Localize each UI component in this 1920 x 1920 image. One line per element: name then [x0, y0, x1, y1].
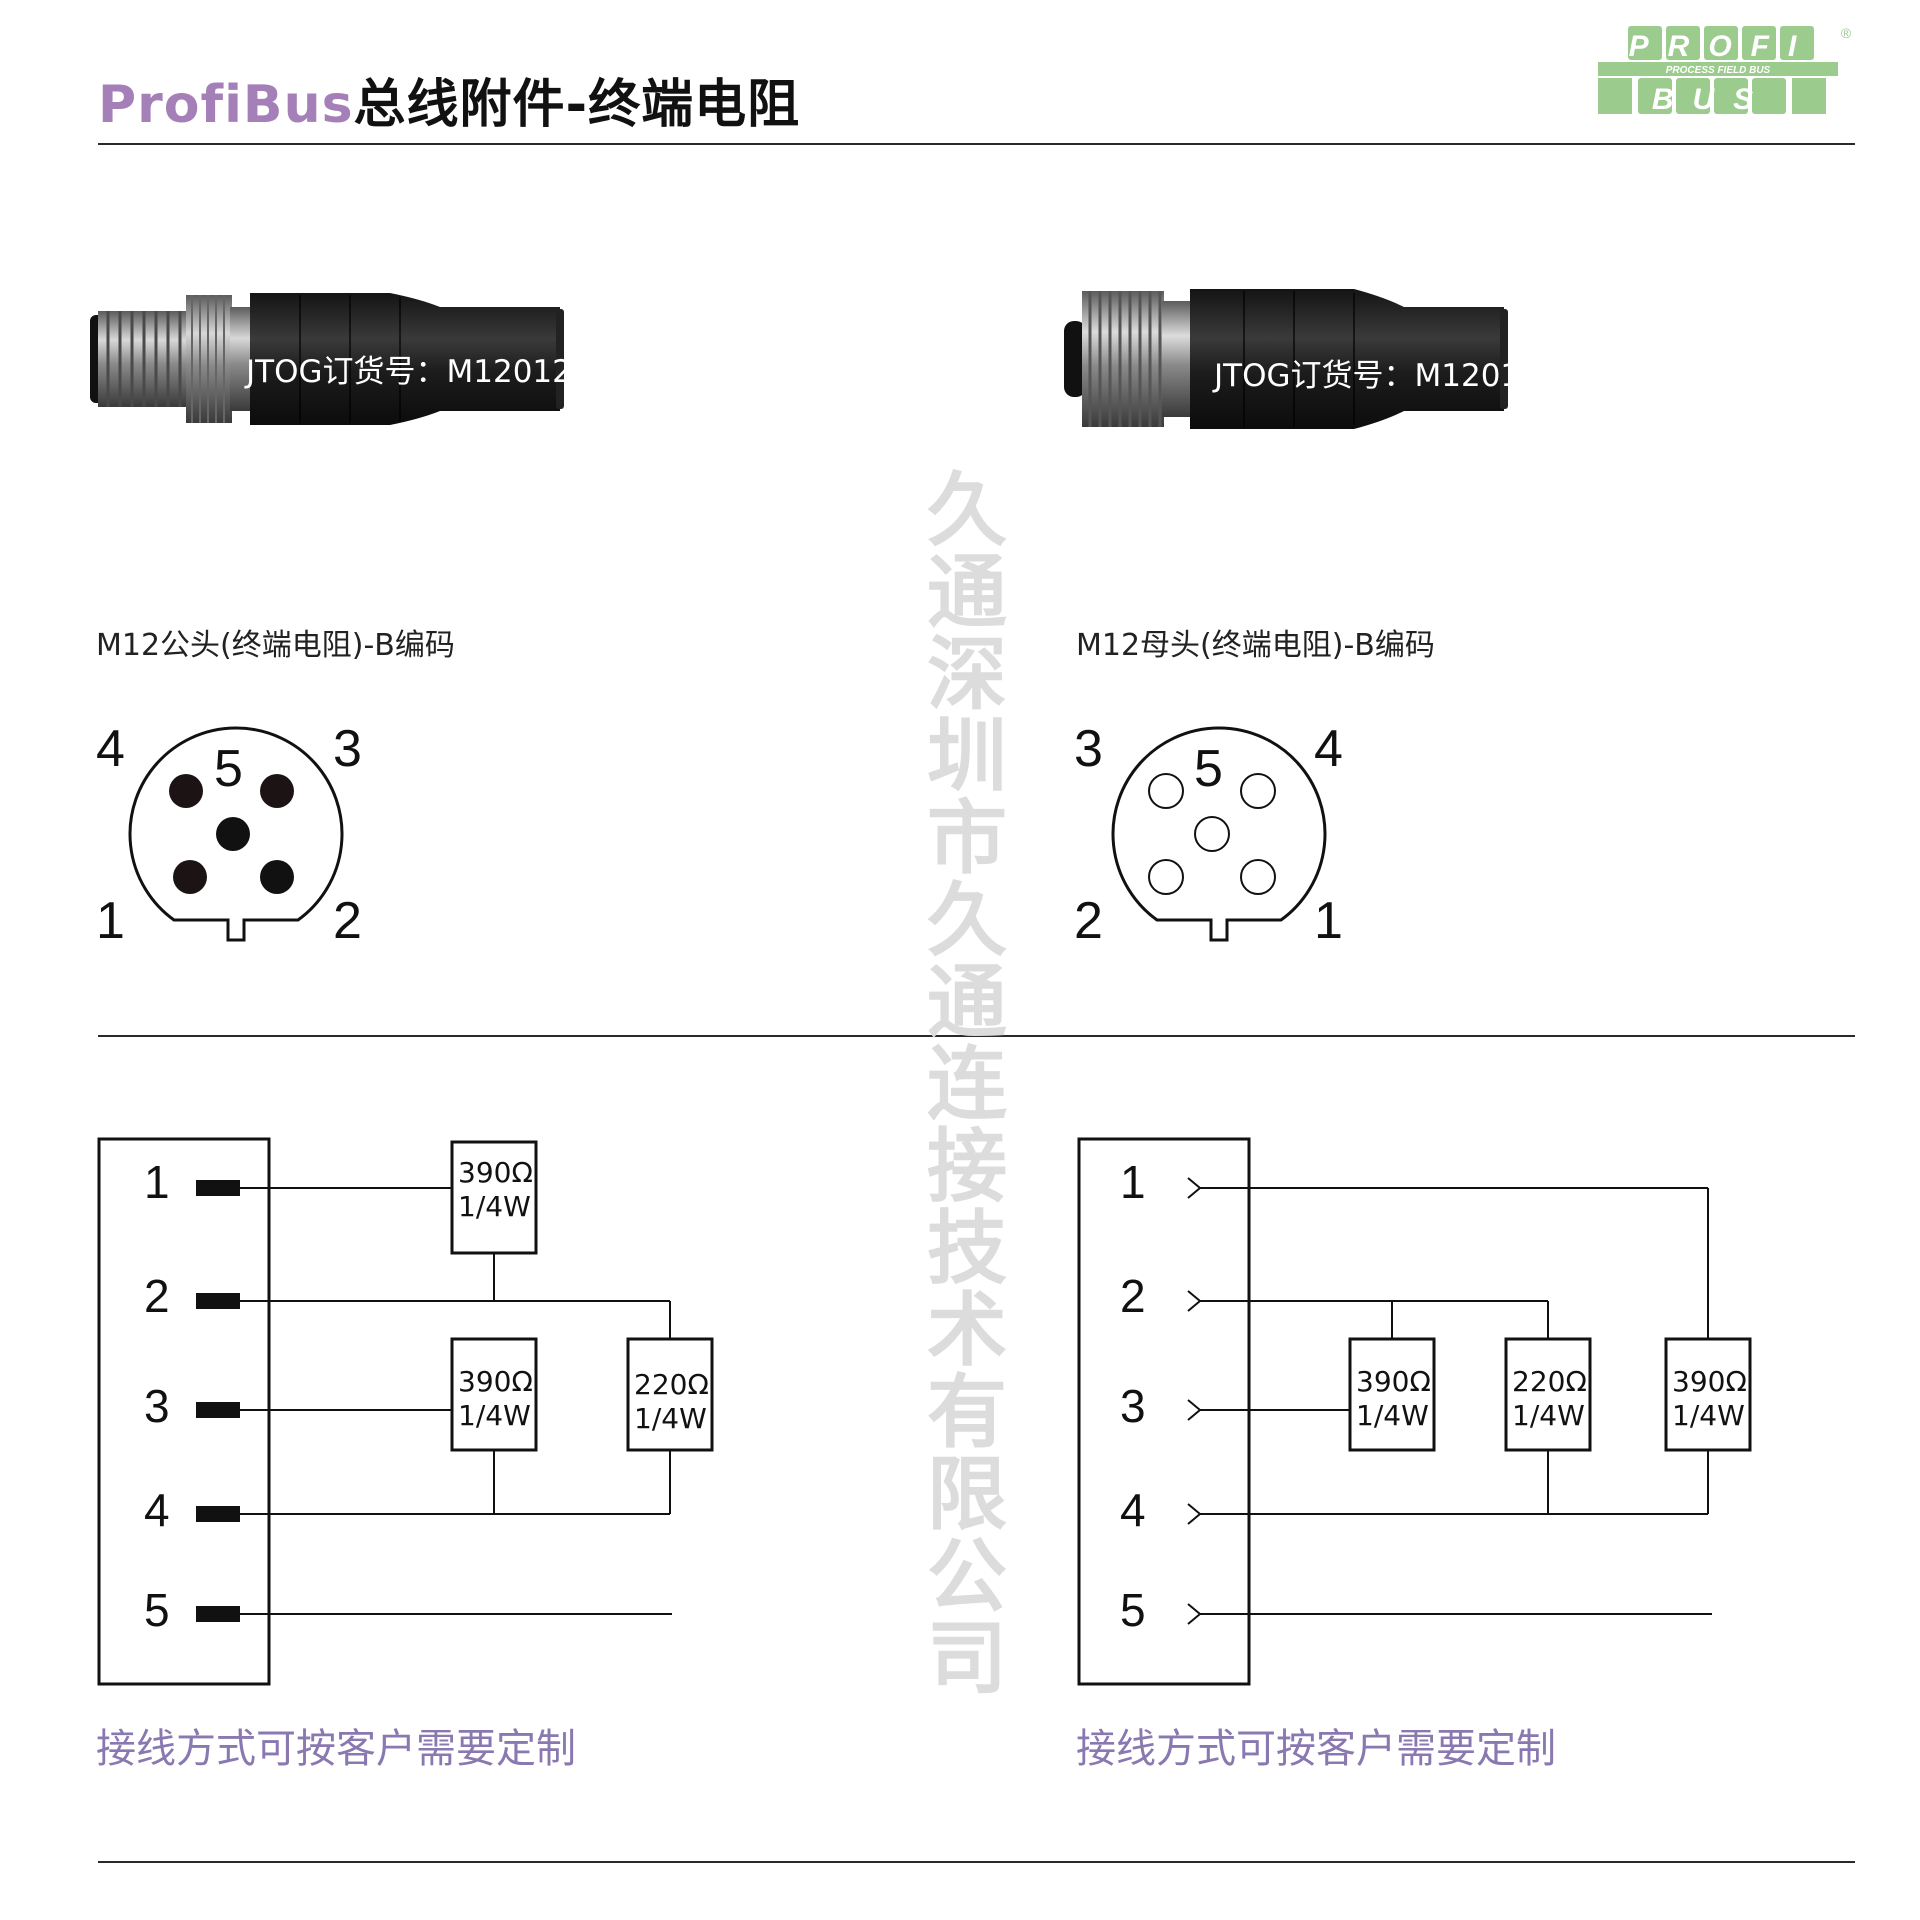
watermark-text: 久通深圳市久通连接技术有限公司	[927, 464, 1007, 1705]
male-label-5: 5	[214, 740, 243, 798]
male-pin-2	[260, 860, 294, 894]
female-resistor-2-value: 220Ω	[1512, 1365, 1587, 1398]
female-wire-pin-3: 3	[1120, 1380, 1146, 1432]
male-caption: M12公头(终端电阻)-B编码	[96, 628, 455, 663]
male-pinout-diagram: 4 5 3 1 2	[96, 720, 362, 950]
footer-divider	[98, 1861, 1855, 1863]
title-brand: ProfiBus	[98, 75, 354, 135]
female-wiring-diagram: 1 2 3 4 5 390Ω 1/4W 220Ω 1/4W 390Ω 1/4W	[1077, 1137, 1752, 1686]
female-label-5: 5	[1194, 740, 1223, 798]
female-resistor-2-power: 1/4W	[1512, 1399, 1585, 1432]
female-pin-2	[1148, 859, 1184, 895]
page-title: ProfiBus总线附件-终端电阻	[98, 62, 800, 137]
female-label-1: 1	[1314, 892, 1343, 950]
male-wire-pin-2: 2	[144, 1270, 170, 1322]
female-wire-pin-1: 1	[1120, 1156, 1146, 1208]
logo-profi: PROFI	[1629, 30, 1816, 63]
female-resistor-3-value: 390Ω	[1672, 1365, 1747, 1398]
male-label-2: 2	[333, 892, 362, 950]
male-pin-3	[260, 774, 294, 808]
male-resistor-2-power: 1/4W	[458, 1399, 531, 1432]
logo-registered: ®	[1841, 25, 1852, 41]
profibus-logo: PROFI PROCESS FIELD BUS BUS ®	[1598, 25, 1852, 116]
female-connector-image	[1064, 289, 1508, 429]
female-wire-pin-5: 5	[1120, 1584, 1146, 1636]
female-caption: M12母头(终端电阻)-B编码	[1076, 628, 1435, 663]
female-resistor-3-power: 1/4W	[1672, 1399, 1745, 1432]
female-pin-5	[1194, 816, 1230, 852]
female-pin-3	[1148, 773, 1184, 809]
female-label-4: 4	[1314, 720, 1343, 778]
male-label-3: 3	[333, 720, 362, 778]
female-resistor-1-value: 390Ω	[1356, 1365, 1431, 1398]
female-label-2: 2	[1074, 892, 1103, 950]
male-wire-pin-3: 3	[144, 1380, 170, 1432]
male-wiring-diagram: 1 2 3 4 5 390Ω 1/4W 390Ω 1/4W 220Ω 1/4W	[97, 1137, 714, 1686]
male-pin-1	[173, 860, 207, 894]
male-resistor-2-value: 390Ω	[458, 1365, 533, 1398]
male-pin-4	[169, 774, 203, 808]
male-resistor-3-value: 220Ω	[634, 1368, 709, 1401]
female-resistor-1-power: 1/4W	[1356, 1399, 1429, 1432]
female-order-number: JTOG订货号：M12011	[1214, 358, 1540, 394]
female-pinout-diagram: 3 5 4 2 1	[1074, 720, 1343, 950]
male-label-4: 4	[96, 720, 125, 778]
male-order-number: JTOG订货号：M12012	[246, 354, 572, 390]
male-connector-image	[90, 293, 564, 425]
male-resistor-1-value: 390Ω	[458, 1156, 533, 1189]
male-wire-pin-5: 5	[144, 1584, 170, 1636]
middle-divider	[98, 1035, 1855, 1037]
male-wire-pin-1: 1	[144, 1156, 170, 1208]
male-label-1: 1	[96, 892, 125, 950]
female-pin-1	[1240, 859, 1276, 895]
male-customization-note: 接线方式可按客户需要定制	[96, 1726, 576, 1772]
male-resistor-3-power: 1/4W	[634, 1402, 707, 1435]
logo-tagline: PROCESS FIELD BUS	[1666, 65, 1771, 76]
female-pin-4	[1240, 773, 1276, 809]
male-pin-5	[216, 817, 250, 851]
male-wire-pin-4: 4	[144, 1484, 170, 1536]
female-wire-pin-4: 4	[1120, 1484, 1146, 1536]
header-divider	[98, 143, 1855, 145]
title-text: 总线附件-终端电阻	[353, 75, 801, 135]
female-label-3: 3	[1074, 720, 1103, 778]
logo-bus: BUS	[1652, 83, 1772, 116]
female-customization-note: 接线方式可按客户需要定制	[1076, 1726, 1556, 1772]
female-wire-pin-2: 2	[1120, 1270, 1146, 1322]
male-resistor-1-power: 1/4W	[458, 1190, 531, 1223]
